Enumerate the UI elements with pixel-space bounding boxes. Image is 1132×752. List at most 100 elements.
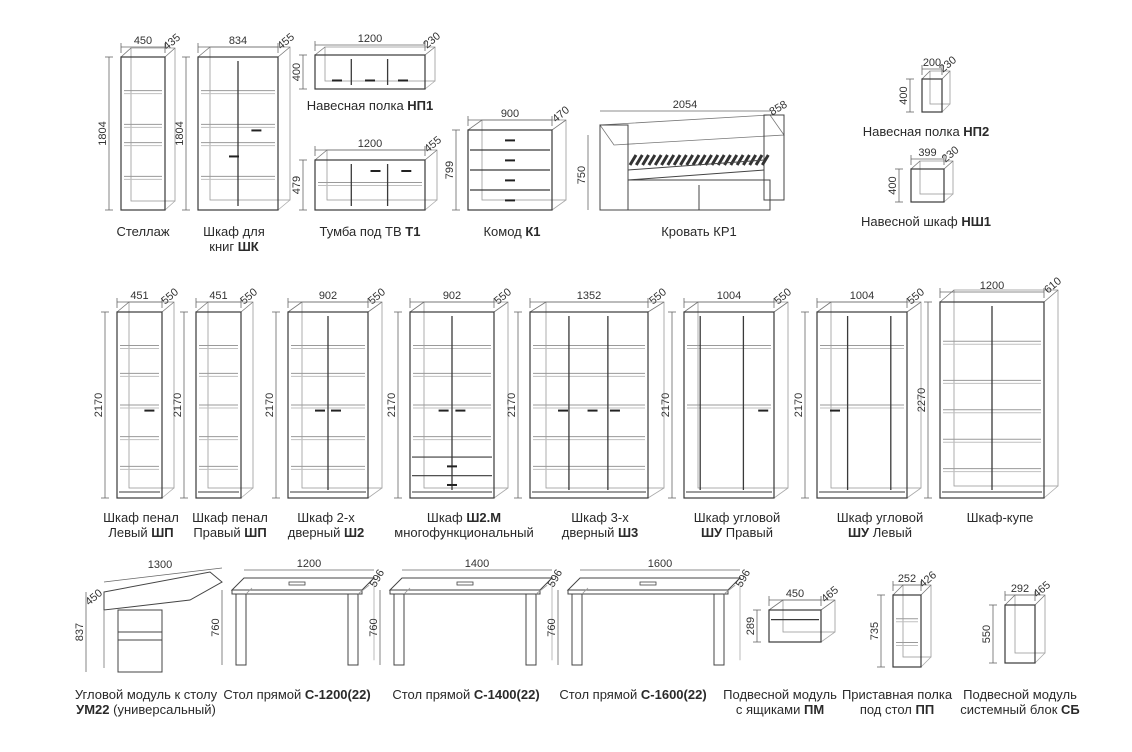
depth-dimension: 435 [161,32,183,53]
depth-dimension: 858 [768,99,790,119]
item-code: НП1 [407,98,434,113]
stellazh-caption: Стеллаж [116,224,170,239]
c1600-caption: Стол прямой С-1600(22) [559,687,707,702]
width-dimension: 2054 [673,99,697,111]
item-code: К1 [525,224,541,239]
item-code: С-1600(22) [640,687,707,702]
height-dimension: 400 [887,176,899,194]
depth-dimension: 230 [421,30,443,51]
width-dimension: 200 [923,57,941,69]
item-code: С-1400(22) [473,687,540,702]
depth-dimension: 596 [734,568,754,590]
depth-dimension: 610 [1042,275,1064,296]
depth-dimension: 465 [1031,579,1053,600]
t1-caption: Тумба под ТВ Т1 [319,224,421,239]
width-dimension: 1400 [465,558,489,570]
height-dimension: 2170 [93,393,105,417]
width-dimension: 900 [501,108,519,120]
height-dimension: 1804 [97,121,109,145]
height-dimension: 479 [291,176,303,194]
height-dimension: 2170 [793,393,805,417]
nsh1-caption: Навесной шкаф НШ1 [860,214,992,229]
item-code: ПП [915,702,935,717]
item-code: ШК [237,239,259,254]
depth-dimension: 550 [647,286,669,307]
depth-dimension: 470 [550,104,572,125]
height-dimension: 750 [576,166,588,184]
width-dimension: 1600 [648,558,672,570]
c1200-caption: Стол прямой С-1200(22) [223,687,371,702]
item-code: Т1 [405,224,421,239]
width-dimension: 292 [1011,583,1029,595]
width-dimension: 902 [319,290,337,302]
height-dimension: 2170 [172,393,184,417]
depth-dimension: 455 [422,134,444,155]
kr1-caption: Кровать КР1 [661,224,737,239]
width-dimension: 1200 [297,558,321,570]
height-dimension: 2170 [660,393,672,417]
depth-dimension: 465 [819,584,841,605]
item-code: УМ22 [76,702,110,717]
width-dimension: 450 [786,588,804,600]
c1400-caption: Стол прямой С-1400(22) [392,687,540,702]
item-code: ШУ [847,525,870,540]
width-dimension: 450 [134,35,152,47]
height-dimension: 2270 [916,388,928,412]
width-dimension: 451 [130,290,148,302]
height-dimension: 735 [869,622,881,640]
height-dimension: 400 [291,63,303,81]
height-dimension: 760 [546,618,558,636]
depth-dimension: 596 [546,568,566,590]
item-code: Ш2.М [466,510,502,525]
item-code: ШУ [700,525,723,540]
item-code: ШП [151,525,174,540]
c1400-drawing: 1400 596 760 [368,558,566,666]
width-dimension: 1004 [850,290,874,302]
depth-dimension: 230 [940,144,962,165]
np2-caption: Навесная полка НП2 [862,124,990,139]
width-dimension: 1200 [980,280,1004,292]
c1600-drawing: 1600 596 760 [546,558,754,666]
depth-dimension: 550 [159,286,181,307]
width-dimension: 252 [898,573,916,585]
shp-l-drawing: 451 550 2170 [93,286,181,499]
item-code: СБ [1061,702,1080,717]
width-dimension: 451 [209,290,227,302]
height-dimension: 400 [898,86,910,104]
item-code: С-1200(22) [304,687,371,702]
height-dimension: 2170 [264,393,276,417]
width-dimension: 834 [229,35,247,47]
depth-dimension: 550 [492,286,514,307]
depth-dimension: 455 [275,31,297,52]
item-code: Ш3 [617,525,639,540]
item-code: ПМ [803,702,825,717]
item-code: НШ1 [961,214,992,229]
item-code: Ш2 [343,525,365,540]
height-dimension: 760 [210,618,222,636]
